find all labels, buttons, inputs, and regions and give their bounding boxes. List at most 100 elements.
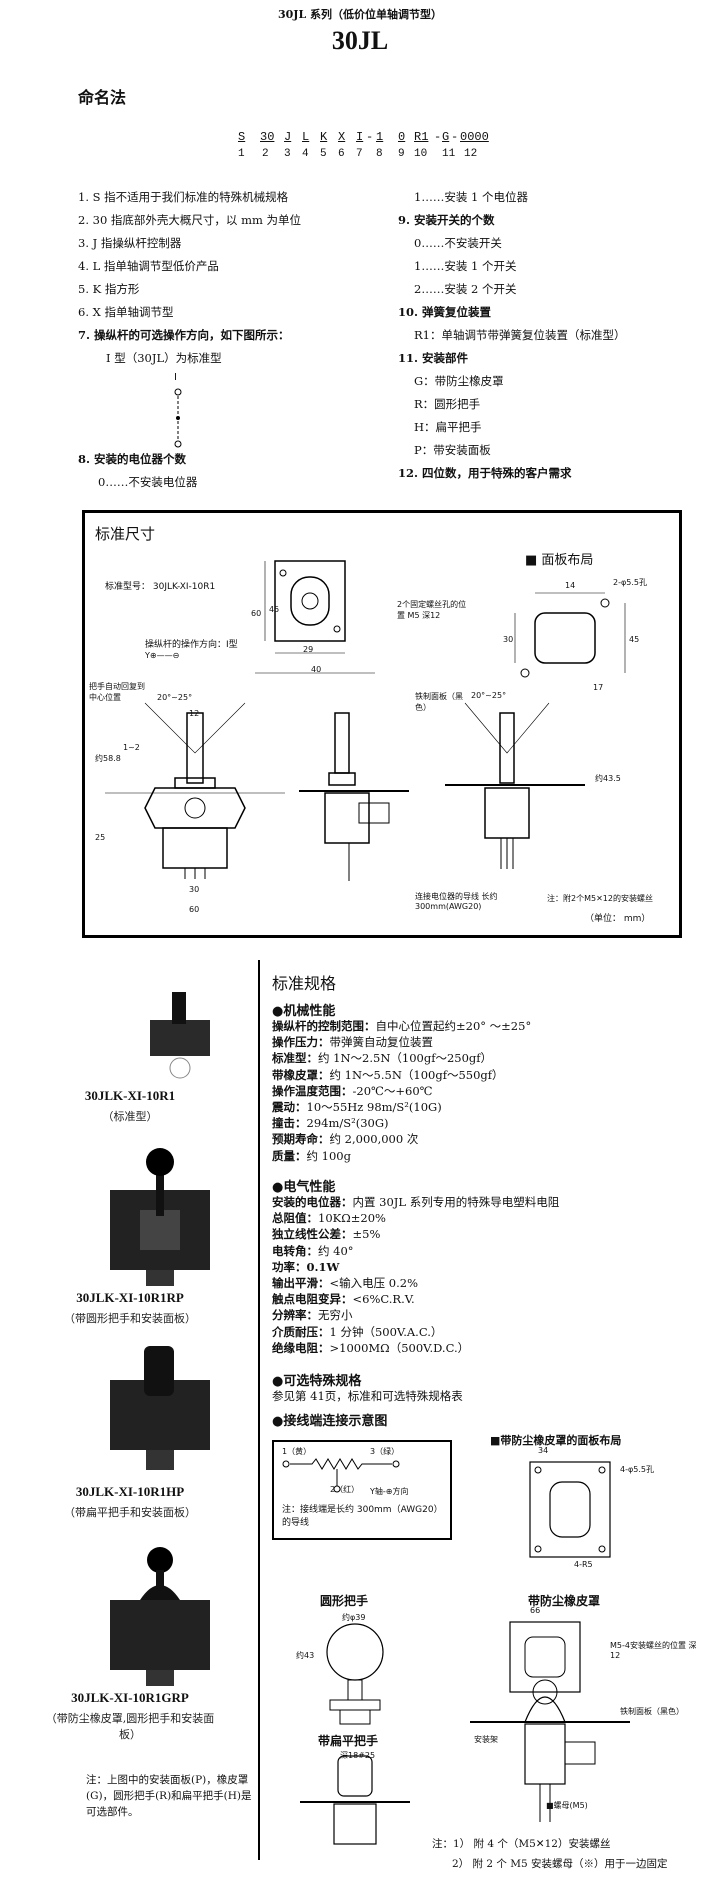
part-number: 7 [356, 148, 363, 160]
part-number: 9 [398, 148, 405, 160]
code-part: 1 [376, 130, 384, 144]
naming-left-list: 1. S 指不适用于我们标准的特殊机械规格 2. 30 指底部外壳大概尺寸，以 … [78, 186, 398, 370]
spec-value: 10KΩ±20% [318, 1211, 386, 1226]
naming-item: 0……不安装开关 [414, 236, 502, 250]
spec-value: 约 40° [318, 1243, 354, 1258]
product-name: 30JLK-XI-10R1HP [75, 1484, 185, 1499]
product-subtitle: （带圆形把手和安装面板） [64, 1312, 196, 1325]
naming-heading: 命名法 [78, 88, 127, 107]
front-view-drawing [105, 702, 285, 879]
dimensions-title: 标准尺寸 [95, 525, 156, 543]
panel-layout-drawing [514, 592, 626, 678]
naming-item: R：圆形把手 [414, 397, 481, 411]
naming-left-list-2: 8. 安装的电位器个数 0……不安装电位器 [78, 448, 398, 494]
spec-value: >1000MΩ（500V.D.C.） [329, 1340, 470, 1355]
naming-item: 1……安装 1 个电位器 [414, 190, 528, 204]
naming-item: 6. X 指单轴调节型 [78, 305, 174, 319]
dim-label: 25 [95, 833, 106, 842]
top-view-drawing [255, 560, 375, 674]
spec-key: 电转角： [272, 1243, 318, 1258]
y-direction-label: Y轴-⊕方向 [370, 1487, 409, 1496]
product-name: 30JLK-XI-10R1GRP [71, 1690, 189, 1705]
spec-value: 约 100g [306, 1148, 351, 1163]
model-title: 30JL [331, 26, 389, 55]
product-subtitle: （带防尘橡皮罩,圆形把手和安装面板） [45, 1712, 215, 1741]
spec-value: 294m/S²(30G) [306, 1116, 389, 1131]
code-part: S [238, 130, 246, 144]
standard-dimensions-frame: 标准尺寸 ■ 面板布局 标准型号： 30JLK-XI-10R1 操纵杆的操作方向… [82, 510, 682, 938]
naming-item: I 型（30JL）为标准型 [106, 351, 222, 365]
spec-key: 标准型： [272, 1051, 318, 1066]
part-number: 11 [442, 148, 456, 160]
part-number: 6 [338, 148, 345, 160]
dim-label: 约43.5 [595, 774, 621, 783]
spec-value: <输入电压 0.2% [329, 1276, 419, 1291]
spec-key: 独立线性公差： [272, 1227, 353, 1242]
naming-item: 8. 安装的电位器个数 [78, 452, 187, 466]
part-number: 5 [320, 148, 327, 160]
code-part: L [302, 130, 310, 144]
naming-item: 7. 操纵杆的可选操作方向，如下图所示： [78, 328, 290, 342]
spec-value: 内置 30JL 系列专用的特殊导电塑料电阻 [352, 1195, 560, 1209]
terminal-2-label: 2（红） [330, 1485, 360, 1494]
code-part: K [320, 130, 328, 144]
spec-key: 操作压力： [272, 1035, 330, 1050]
naming-item: G：带防尘橡皮罩 [414, 374, 504, 388]
spec-value: 0.1W [306, 1259, 340, 1274]
naming-item: 4. L 指单轴调节型低价产品 [78, 259, 219, 273]
spec-key: 输出平滑： [272, 1276, 330, 1291]
code-dash: - [451, 130, 459, 144]
electrical-specs: 安装的电位器：内置 30JL 系列专用的特殊导电塑料电阻 总阻值：10KΩ±20… [272, 1194, 702, 1356]
spec-key: 安装的电位器： [272, 1195, 353, 1209]
dim-label: 14 [565, 581, 576, 590]
naming-item: 5. K 指方形 [78, 282, 140, 296]
naming-item: 2. 30 指底部外壳大概尺寸，以 mm 为单位 [78, 213, 302, 227]
part-number: 4 [302, 148, 309, 160]
part-number: 3 [284, 148, 291, 160]
rubber-boot-label: 带防尘橡皮罩 [528, 1594, 601, 1608]
direction-label: 操纵杆的操作方向：I型 [145, 640, 238, 650]
dim-label: 30 [503, 635, 514, 644]
wiring-note: 注：接线端是长约 300mm（AWG20）的导线 [282, 1505, 439, 1528]
dim-label: 60 [189, 905, 200, 914]
dim-label: 30 [189, 885, 200, 894]
spec-value: 带弹簧自动复位装置 [329, 1035, 434, 1050]
part-number: 12 [464, 148, 478, 160]
code-part: 0000 [460, 130, 489, 144]
code-dash: - [434, 130, 442, 144]
dim-label: 12 [189, 709, 200, 718]
spec-value: 10～55Hz 98m/S²(10G) [306, 1100, 442, 1115]
dim-label: 17 [593, 683, 604, 692]
naming-item: R1：单轴调节带弹簧复位装置（标准型） [414, 328, 626, 342]
spec-key: 撞击： [272, 1116, 307, 1131]
spec-key: 预期寿命： [272, 1132, 330, 1147]
spec-value: 约 2,000,000 次 [329, 1132, 419, 1147]
spec-key: 分辨率： [272, 1308, 318, 1323]
dim-label: 约58.8 [95, 754, 121, 763]
code-part: J [284, 130, 292, 144]
naming-right-list: 1……安装 1 个电位器 9. 安装开关的个数 0……不安装开关 1……安装 1… [398, 186, 708, 485]
acc-dim-label: 约43 [296, 1651, 315, 1660]
spec-value: <6%C.R.V. [352, 1292, 415, 1307]
naming-item: 9. 安装开关的个数 [398, 213, 495, 227]
code-dash: - [366, 130, 374, 144]
series-title: 30JL 系列（低价位单轴调节型） [277, 8, 443, 21]
spec-key: 操纵杆的控制范围： [272, 1019, 376, 1033]
dim-label: 1~2 [123, 743, 140, 752]
round-handle-drawing [326, 1623, 384, 1725]
naming-item: H：扁平把手 [414, 420, 482, 434]
spec-key: 操作温度范围： [272, 1083, 353, 1098]
spec-value: -20℃～+60℃ [352, 1083, 433, 1098]
acc-dim-label: 4-R5 [574, 1560, 593, 1569]
standard-model-label: 标准型号： 30JLK-XI-10R1 [105, 582, 216, 592]
naming-item: P：带安装面板 [414, 443, 491, 457]
unit-note: （单位： mm） [585, 914, 651, 924]
spec-value: 约 1N～2.5N（100gf～250gf） [318, 1051, 493, 1066]
accessory-note-2: 2） 附 2 个 M5 安装螺母（※）用于一边固定 [452, 1858, 668, 1870]
accessory-note-1: 注：1） 附 4 个（M5✕12）安装螺丝 [432, 1838, 611, 1850]
product-subtitle: （带扁平把手和安装面板） [64, 1506, 196, 1519]
screw-note: 注：附2个M5✕12的安装螺丝 [547, 894, 653, 903]
naming-item: 3. J 指操纵杆控制器 [78, 236, 182, 250]
naming-item: 12. 四位数，用于特殊的客户需求 [398, 466, 572, 480]
code-part: 0 [398, 130, 406, 144]
